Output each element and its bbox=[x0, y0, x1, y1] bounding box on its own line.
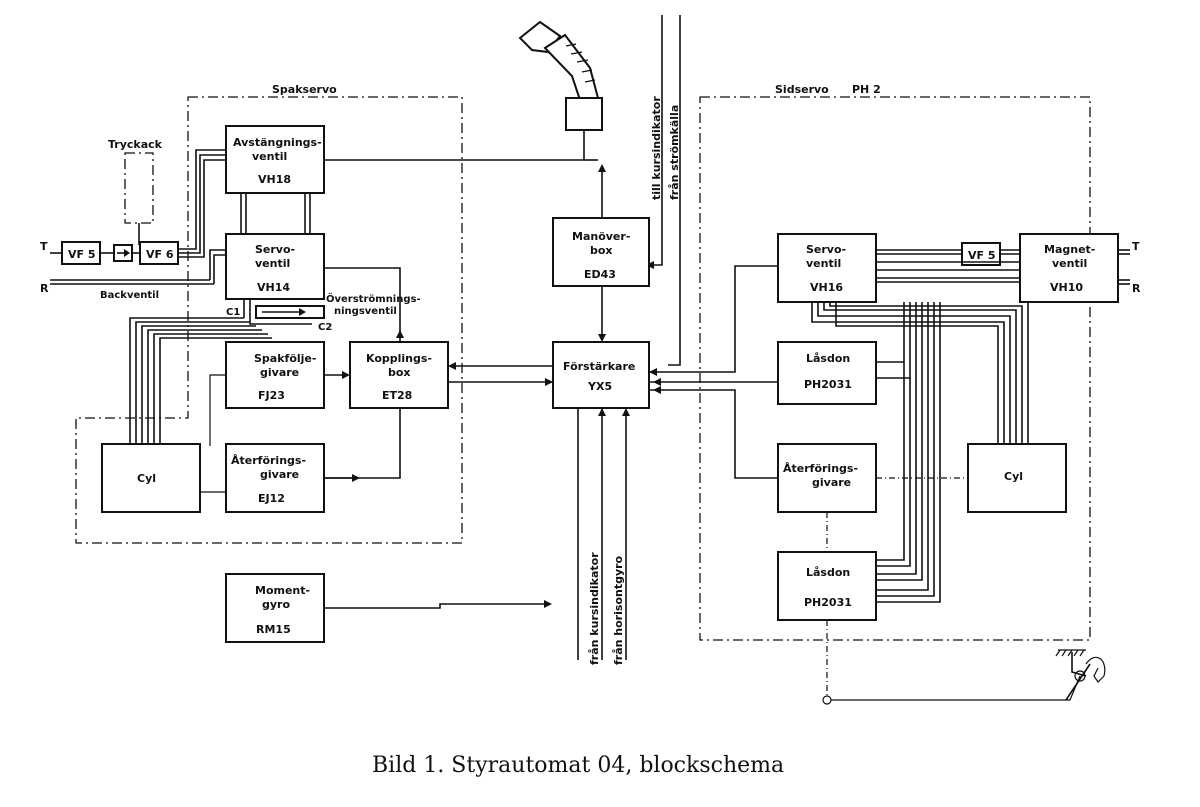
magnetventil-label-2: ventil bbox=[1052, 257, 1087, 270]
aterforingsgivare-right-label-1: Återförings- bbox=[783, 462, 858, 475]
spakservo-frame bbox=[75, 96, 463, 544]
forstarkare-code: YX5 bbox=[587, 380, 612, 393]
fran-horisontgyro-label: från horisontgyro bbox=[612, 555, 625, 665]
sidservo-ph-label: PH 2 bbox=[852, 83, 881, 96]
fran-kursindikator-label: från kursindikator bbox=[588, 552, 601, 665]
lasdon-bottom-box bbox=[777, 551, 877, 621]
c1-label: C1 bbox=[226, 307, 240, 318]
kopplingsbox-label-1: Kopplings- bbox=[366, 352, 432, 365]
servoventil-right-box bbox=[777, 233, 877, 303]
spakfoljegivare-code: FJ23 bbox=[258, 389, 285, 402]
magnetventil-code: VH10 bbox=[1050, 281, 1083, 294]
vf6-label: VF 6 bbox=[146, 248, 174, 261]
lasdon-top-box bbox=[777, 341, 877, 405]
forstarkare-label: Förstärkare bbox=[563, 360, 635, 373]
spakservo-label: Spakservo bbox=[272, 83, 337, 96]
manoverbox-label-2: box bbox=[590, 244, 613, 257]
manoverbox-box bbox=[552, 217, 650, 287]
till-kursindikator-label: till kursindikator bbox=[650, 96, 663, 200]
left-r-label: R bbox=[40, 282, 49, 295]
forstarkare-box bbox=[552, 341, 650, 409]
backventil-label: Backventil bbox=[100, 290, 159, 301]
avstangningsventil-label-2: ventil bbox=[252, 150, 287, 163]
c2-label: C2 bbox=[318, 322, 332, 333]
aterforingsgivare-right-label-2: givare bbox=[812, 476, 851, 489]
tryckack-label: Tryckack bbox=[108, 138, 163, 151]
aterforingsgivare-left-box bbox=[225, 443, 325, 513]
aterforingsgivare-right-box bbox=[777, 443, 877, 513]
lasdon-top-code: PH2031 bbox=[804, 378, 852, 391]
magnetventil-label-1: Magnet- bbox=[1044, 243, 1095, 256]
servoventil-right-label-1: Servo- bbox=[806, 243, 846, 256]
cyl-right-label: Cyl bbox=[1004, 470, 1023, 483]
right-r-label: R bbox=[1132, 282, 1141, 295]
avstangningsventil-label-1: Avstängnings- bbox=[233, 136, 322, 149]
servoventil-right-label-2: ventil bbox=[806, 257, 841, 270]
servoventil-left-code: VH14 bbox=[257, 281, 290, 294]
control-stick-icon bbox=[518, 20, 600, 102]
figure-caption: Bild 1. Styrautomat 04, blockschema bbox=[372, 753, 784, 778]
magnetventil-box bbox=[1019, 233, 1119, 303]
rudder-pedal-icon bbox=[1055, 649, 1106, 701]
linkage-pivot-icon bbox=[822, 695, 832, 705]
overstromningsventil-label-2: ningsventil bbox=[334, 306, 397, 317]
lasdon-bottom-label: Låsdon bbox=[806, 566, 850, 579]
spakfoljegivare-label-1: Spakfölje- bbox=[254, 352, 316, 365]
cyl-left-label: Cyl bbox=[137, 472, 156, 485]
servoventil-left-label-1: Servo- bbox=[255, 243, 295, 256]
lasdon-top-label: Låsdon bbox=[806, 352, 850, 365]
left-t-label: T bbox=[40, 240, 48, 253]
manoverbox-label-1: Manöver- bbox=[572, 230, 630, 243]
vf5-left-label: VF 5 bbox=[68, 248, 96, 261]
servoventil-left-label-2: ventil bbox=[255, 257, 290, 270]
overstromningsventil-label-1: Överströmnings- bbox=[326, 291, 421, 305]
cyl-left-box bbox=[101, 443, 201, 513]
right-t-label: T bbox=[1132, 240, 1140, 253]
avstangningsventil-code: VH18 bbox=[258, 173, 291, 186]
sidservo-label: Sidservo bbox=[775, 83, 829, 96]
aterforingsgivare-left-label-2: givare bbox=[260, 468, 299, 481]
sidservo-frame bbox=[699, 96, 1091, 641]
manoverbox-code: ED43 bbox=[584, 268, 616, 281]
lasdon-bottom-code: PH2031 bbox=[804, 596, 852, 609]
momentgyro-label-2: gyro bbox=[262, 598, 290, 611]
stick-base-box bbox=[565, 97, 603, 131]
servoventil-right-code: VH16 bbox=[810, 281, 843, 294]
kopplingsbox-box bbox=[349, 341, 449, 409]
servoventil-left-box bbox=[225, 233, 325, 300]
momentgyro-label-1: Moment- bbox=[255, 584, 310, 597]
tryckack-box bbox=[124, 152, 154, 224]
momentgyro-box bbox=[225, 573, 325, 643]
vf5-right-label: VF 5 bbox=[968, 249, 996, 262]
kopplingsbox-code: ET28 bbox=[382, 389, 412, 402]
spakfoljegivare-label-2: givare bbox=[260, 366, 299, 379]
kopplingsbox-label-2: box bbox=[388, 366, 411, 379]
aterforingsgivare-left-label-1: Återförings- bbox=[231, 454, 306, 467]
fran-stromkalla-label: från strömkälla bbox=[668, 105, 681, 200]
aterforingsgivare-left-code: EJ12 bbox=[258, 492, 285, 505]
momentgyro-code: RM15 bbox=[256, 623, 291, 636]
